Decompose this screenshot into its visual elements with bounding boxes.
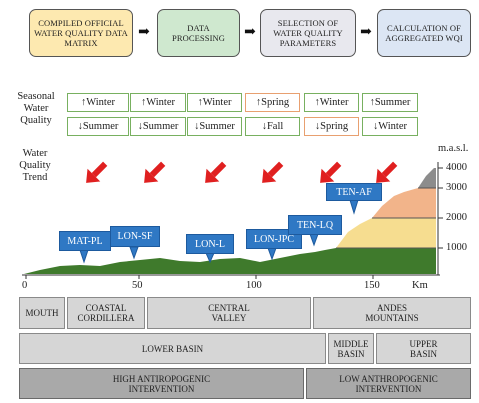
masl-label: m.a.s.l. (438, 143, 469, 154)
flow-step-selection-parameters: SELECTION OF WATER QUALITY PARAMETERS (260, 9, 356, 57)
zone-coastal-cordillera: COASTAL CORDILLERA (67, 297, 145, 329)
x-tick-50: 50 (132, 280, 143, 291)
season-bottom-3: ↓Summer (187, 117, 242, 136)
terrain-low-layer (24, 248, 436, 274)
season-top-1: ↑Winter (67, 93, 129, 112)
season-bottom-4: ↓Fall (245, 117, 300, 136)
y-tick-2000: 2000 (446, 212, 467, 223)
y-tick-3000: 3000 (446, 182, 467, 193)
low-anthropogenic-intervention: LOW ANTHROPOGENIC INTERVENTION (306, 368, 471, 399)
flow-step-data-processing: DATA PROCESSING (157, 9, 240, 57)
zone-mouth: MOUTH (19, 297, 65, 329)
seasonal-water-quality-label: Seasonal Water Quality (17, 91, 55, 126)
down-trend-arrow-icon (376, 161, 398, 183)
trend-arrows (86, 161, 398, 183)
site-label-lon-l: LON-L (186, 234, 234, 254)
x-tick-0: 0 (22, 280, 28, 291)
season-top-2: ↑Winter (130, 93, 186, 112)
flow-arrow-icon: ➡ (244, 25, 256, 40)
flow-arrow-icon: ➡ (138, 25, 150, 40)
y-tick-4000: 4000 (446, 162, 467, 173)
season-bottom-5: ↓Spring (304, 117, 359, 136)
season-top-5: ↑Winter (304, 93, 359, 112)
season-top-6: ↑Summer (362, 93, 418, 112)
site-label-ten-lq: TEN-LQ (288, 215, 342, 235)
basin-lower: LOWER BASIN (19, 333, 326, 364)
basin-middle: MIDDLE BASIN (328, 333, 374, 364)
site-label-mat-pl: MAT-PL (59, 231, 111, 251)
flow-step-compiled-data: COMPILED OFFICIAL WATER QUALITY DATA MAT… (29, 9, 133, 57)
site-label-lon-sf: LON-SF (110, 226, 160, 247)
zone-central-valley: CENTRAL VALLEY (147, 297, 311, 329)
y-tick-1000: 1000 (446, 242, 467, 253)
season-top-3: ↑Winter (187, 93, 242, 112)
season-bottom-6: ↓Winter (362, 117, 418, 136)
flow-step-calculation-wqi: CALCULATION OF AGGREGATED WQI (377, 9, 471, 57)
x-tick-100: 100 (246, 280, 262, 291)
season-bottom-2: ↓Summer (130, 117, 186, 136)
season-top-4: ↑Spring (245, 93, 300, 112)
terrain-mid-layer (336, 218, 436, 248)
down-trend-arrow-icon (86, 161, 108, 183)
down-trend-arrow-icon (144, 161, 166, 183)
high-anthropogenic-intervention: HIGH ANTIROPOGENIC INTERVENTION (19, 368, 304, 399)
flow-arrow-icon: ➡ (360, 25, 372, 40)
site-label-ten-af: TEN-AF (326, 183, 382, 201)
down-trend-arrow-icon (262, 161, 284, 183)
terrain-high-layer (372, 188, 436, 218)
season-bottom-1: ↓Summer (67, 117, 129, 136)
basin-upper: UPPER BASIN (376, 333, 471, 364)
km-label: Km (412, 280, 428, 291)
terrain-peak-layer (418, 168, 436, 188)
water-quality-trend-label: Water Quality Trend (19, 148, 51, 183)
down-trend-arrow-icon (205, 161, 227, 183)
x-tick-150: 150 (364, 280, 380, 291)
down-trend-arrow-icon (320, 161, 342, 183)
zone-andes-mountains: ANDES MOUNTAINS (313, 297, 471, 329)
